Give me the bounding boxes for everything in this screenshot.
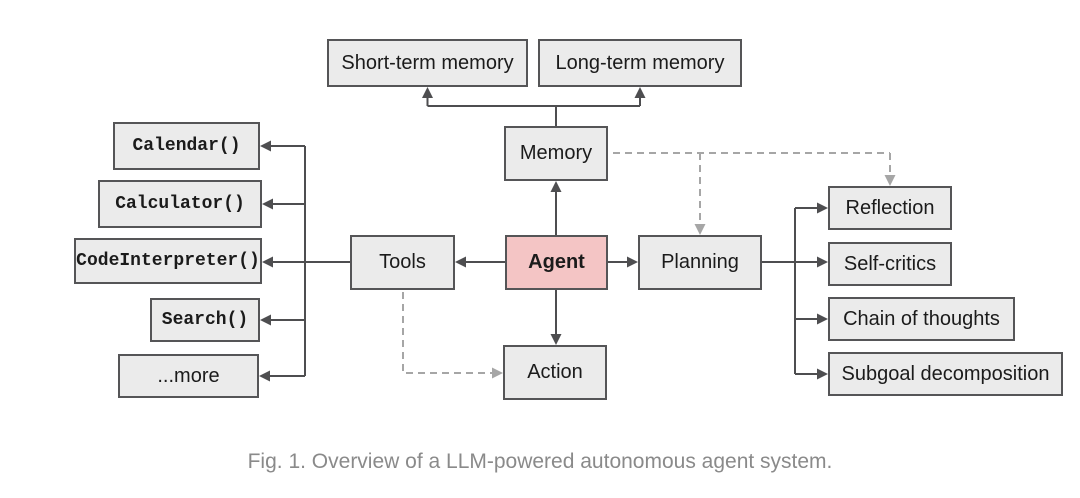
node-action: Action [503,345,607,400]
edge-tools-to-action-dashed [402,292,492,374]
node-memory: Memory [504,126,608,181]
arrowhead-into-subgoal-decomposition [817,368,828,380]
arrowhead-into-planning [627,256,638,268]
arrowhead-dashed-into-planning [694,224,706,235]
arrowhead-dashed-into-reflection [884,175,896,186]
arrowhead-dashed-into-action [492,367,503,379]
arrowhead-into-tools [455,256,466,268]
node-more: ...more [118,354,259,398]
node-long-term-memory: Long-term memory [538,39,742,87]
node-subgoal-decomposition: Subgoal decomposition [828,352,1063,396]
node-search: Search() [150,298,260,342]
solid-arrowheads [259,87,828,382]
arrowhead-into-memory [550,181,562,192]
node-short-term-memory: Short-term memory [327,39,528,87]
node-calendar: Calendar() [113,122,260,170]
arrowhead-into-code-interpreter [262,256,273,268]
edge-tools-to-tool-list [270,145,350,377]
arrowhead-into-chain-of-thoughts [817,313,828,325]
dashed-arrowheads [492,175,896,379]
node-reflection: Reflection [828,186,952,230]
node-chain-of-thoughts: Chain of thoughts [828,297,1015,341]
arrowhead-into-search [260,314,271,326]
arrowhead-into-calendar [260,140,271,152]
arrowhead-into-short-term-memory [422,87,433,98]
node-tools: Tools [350,235,455,290]
dashed-edges [402,152,891,374]
node-agent: Agent [505,235,608,290]
solid-edges [270,97,817,377]
node-code-interpreter: CodeInterpreter() [74,238,262,284]
node-planning: Planning [638,235,762,290]
figure-caption: Fig. 1. Overview of a LLM-powered autono… [247,450,833,473]
arrowhead-into-reflection [817,202,828,214]
edge-planning-to-strategies [762,207,817,375]
arrowhead-into-self-critics [817,256,828,268]
node-self-critics: Self-critics [828,242,952,286]
node-calculator: Calculator() [98,180,262,228]
edge-memory-to-top-boxes [426,97,641,126]
arrowhead-into-long-term-memory [634,87,646,98]
arrowhead-into-action [550,334,562,345]
arrowhead-into-calculator [262,198,273,210]
arrowhead-into-more [259,370,270,382]
